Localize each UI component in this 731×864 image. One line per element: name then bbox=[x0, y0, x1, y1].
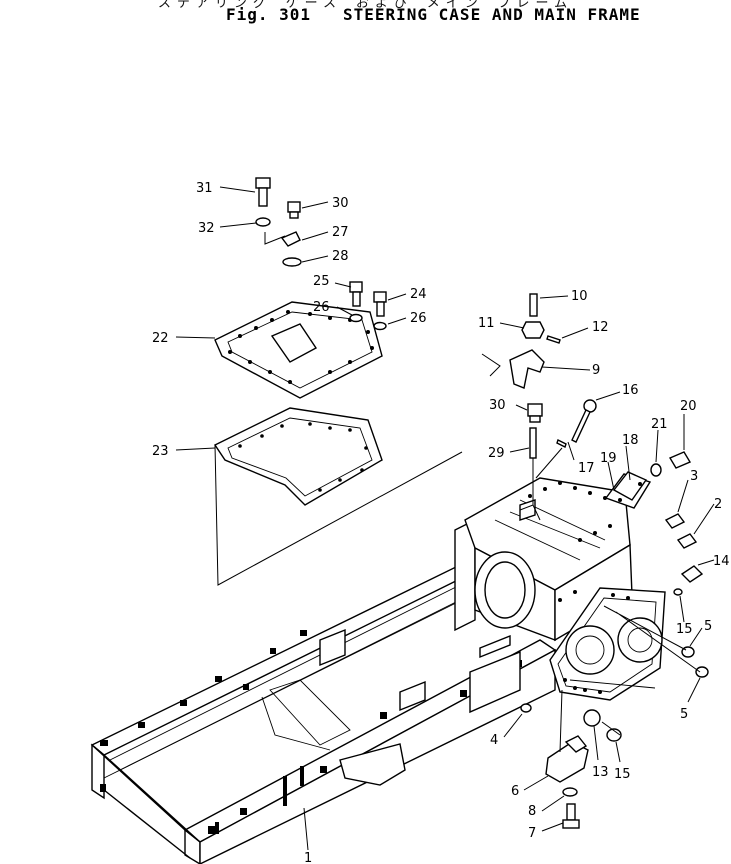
callout-13: 13 bbox=[592, 765, 609, 780]
callout-7: 7 bbox=[528, 826, 536, 841]
callout-25: 25 bbox=[313, 274, 330, 289]
callout-labels: 31 32 30 27 28 25 26 24 26 22 23 10 11 1… bbox=[152, 181, 730, 864]
callout-16: 16 bbox=[622, 383, 639, 398]
callout-19: 19 bbox=[600, 451, 617, 466]
callout-26-b: 26 bbox=[410, 311, 427, 326]
callout-30-b: 30 bbox=[489, 398, 506, 413]
main-frame bbox=[90, 518, 557, 864]
fasteners bbox=[255, 177, 709, 829]
callout-9: 9 bbox=[592, 363, 600, 378]
callout-29: 29 bbox=[488, 446, 505, 461]
callout-11: 11 bbox=[478, 316, 495, 331]
callout-6: 6 bbox=[511, 784, 519, 799]
callout-12: 12 bbox=[592, 320, 609, 335]
callout-22: 22 bbox=[152, 331, 169, 346]
callout-3: 3 bbox=[690, 469, 698, 484]
callout-1: 1 bbox=[304, 851, 312, 864]
callout-8: 8 bbox=[528, 804, 536, 819]
callout-2: 2 bbox=[714, 497, 722, 512]
callout-24: 24 bbox=[410, 287, 427, 302]
callout-5-b: 5 bbox=[680, 707, 688, 722]
callout-30: 30 bbox=[332, 196, 349, 211]
figure-number: Fig. 301 bbox=[226, 5, 312, 24]
callout-28: 28 bbox=[332, 249, 349, 264]
callout-32: 32 bbox=[198, 221, 215, 236]
callout-26: 26 bbox=[313, 300, 330, 315]
callout-15: 15 bbox=[676, 622, 693, 637]
callout-15-b: 15 bbox=[614, 767, 631, 782]
gasket bbox=[213, 407, 463, 586]
steering-case bbox=[464, 477, 666, 701]
callout-21: 21 bbox=[651, 417, 668, 432]
callout-5: 5 bbox=[704, 619, 712, 634]
leader-lines bbox=[175, 186, 715, 851]
callout-10: 10 bbox=[571, 289, 588, 304]
callout-23: 23 bbox=[152, 444, 169, 459]
callout-20: 20 bbox=[680, 399, 697, 414]
callout-27: 27 bbox=[332, 225, 349, 240]
callout-31: 31 bbox=[196, 181, 213, 196]
figure-title: STEERING CASE AND MAIN FRAME bbox=[342, 5, 641, 24]
cover-plate bbox=[214, 301, 383, 399]
callout-14: 14 bbox=[713, 554, 730, 569]
callout-4: 4 bbox=[490, 733, 498, 748]
figure-caption: Fig. 301 STEERING CASE AND MAIN FRAME bbox=[226, 5, 641, 24]
figure-title-japanese: ステアリング ケース および メイン フレーム bbox=[157, 0, 574, 11]
callout-18: 18 bbox=[622, 433, 639, 448]
callout-17: 17 bbox=[578, 461, 595, 476]
